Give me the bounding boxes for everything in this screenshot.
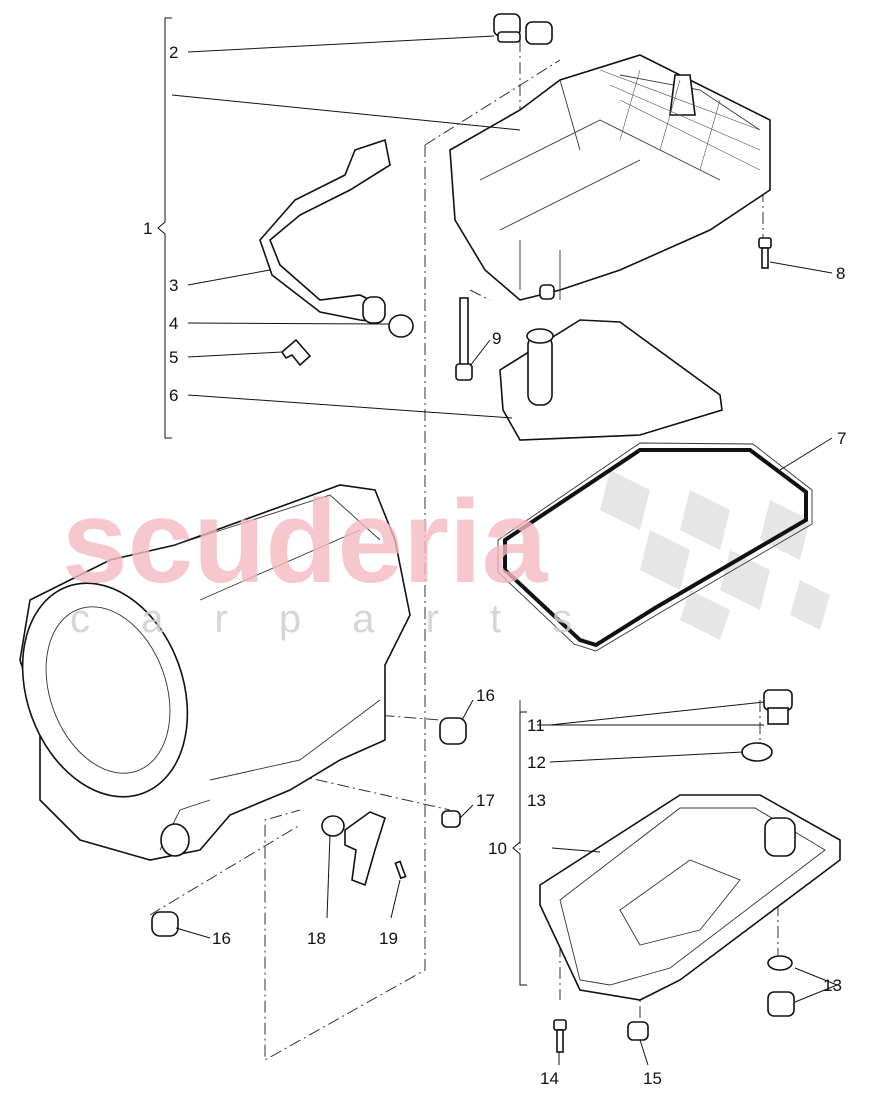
part-12-washer [741,742,773,762]
part-13-drain-plug [767,955,795,1017]
callout-8: 8 [836,264,845,283]
part-16-plug-a [439,717,467,745]
part-16-plug-b [151,911,179,937]
callout-18: 18 [307,929,326,948]
part-6-filter [499,319,723,441]
part-5-clip [280,338,312,367]
callout-1: 1 [143,219,152,238]
callout-labels: 1 2 3 4 5 6 7 8 9 10 11 12 13 13 14 15 1… [143,43,846,1088]
callout-14: 14 [540,1069,559,1088]
callout-9: 9 [492,329,501,348]
part-3-connector [362,296,386,324]
callout-11: 11 [527,716,545,735]
checkered-flag-logo [600,470,830,640]
part-2-plugs [493,13,553,45]
leader-lines [171,35,838,1066]
part-4-seal [388,314,414,338]
watermark-brand: scuderia [62,476,549,608]
watermark: scuderia c a r p a r t s [62,476,592,641]
callout-3: 3 [169,276,178,295]
callout-4: 4 [169,314,178,333]
part-7-gasket [497,442,813,652]
part-10-oil-pan [539,794,841,1001]
part-9-bolt [455,297,473,381]
part-15-plug [627,1021,649,1041]
callout-7: 7 [837,429,846,448]
part-18-sensor [321,811,386,887]
part-8-bolt [758,237,772,269]
callout-16b: 16 [212,929,231,948]
watermark-sub: c a r p a r t s [70,597,592,641]
part-19-pin [394,860,407,880]
part-3-bracket [259,138,391,323]
callout-13a: 13 [527,791,546,810]
group-bracket-1 [157,17,172,439]
callout-10: 10 [488,839,507,858]
part-14-bolt [553,1019,567,1053]
part-transmission-housing [19,484,411,861]
callout-2: 2 [169,43,178,62]
part-11-plug [763,689,793,725]
callout-19: 19 [379,929,398,948]
callout-17: 17 [476,791,495,810]
callout-15: 15 [643,1069,662,1088]
callout-12: 12 [527,753,546,772]
callout-13b: 13 [823,976,842,995]
group-bracket-10 [512,711,527,986]
callout-6: 6 [169,386,178,405]
callout-16a: 16 [476,686,495,705]
part-valve-body [449,54,771,301]
callout-5: 5 [169,348,178,367]
part-17-plug [441,810,461,828]
